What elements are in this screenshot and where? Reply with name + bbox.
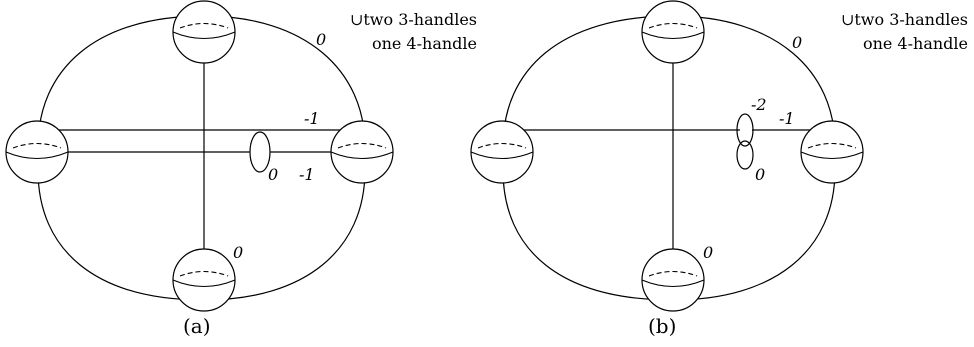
- handles-note-a-line1: ∪two 3-handles: [350, 10, 477, 29]
- framing-clasp-lower-b: 0: [755, 165, 765, 184]
- sphere-left-b: [470, 120, 534, 184]
- sphere-top-a: [172, 0, 236, 64]
- clasp-lower-b: [736, 140, 754, 170]
- small-unknot-a: [249, 131, 271, 173]
- sphere-right-a: [330, 120, 394, 184]
- handles-note-b-line2: one 4-handle: [863, 34, 968, 53]
- framing-top-b: 0: [792, 33, 802, 52]
- caption-b: (b): [648, 314, 676, 338]
- clasp-upper-b: [736, 113, 754, 147]
- sphere-left-a: [5, 120, 69, 184]
- framing-clasp-upper-b: -2: [751, 95, 767, 114]
- caption-a: (a): [183, 314, 211, 338]
- sphere-bottom-b: [641, 248, 705, 312]
- sphere-bottom-a: [172, 248, 236, 312]
- framing-mid-upper-a: -1: [304, 109, 320, 128]
- outer-curve-a: [37, 15, 366, 301]
- panel-b: 0 -1 -2 0 0 ∪two 3-handles one 4-handle …: [470, 0, 968, 338]
- framing-bottom-a: 0: [233, 243, 243, 262]
- framing-top-a: 0: [316, 30, 326, 49]
- handles-note-b-line1: ∪two 3-handles: [841, 10, 968, 29]
- sphere-right-b: [800, 120, 864, 184]
- handles-note-a-line2: one 4-handle: [372, 34, 477, 53]
- framing-mid-lower-a: -1: [299, 165, 315, 184]
- outer-curve-b: [502, 15, 836, 301]
- framing-small-a: 0: [268, 165, 278, 184]
- sphere-top-b: [641, 0, 705, 64]
- framing-bottom-b: 0: [703, 243, 713, 262]
- framing-mid-b: -1: [779, 109, 795, 128]
- panel-a: 0 -1 -1 0 0 ∪two 3-handles one 4-handle …: [5, 0, 477, 338]
